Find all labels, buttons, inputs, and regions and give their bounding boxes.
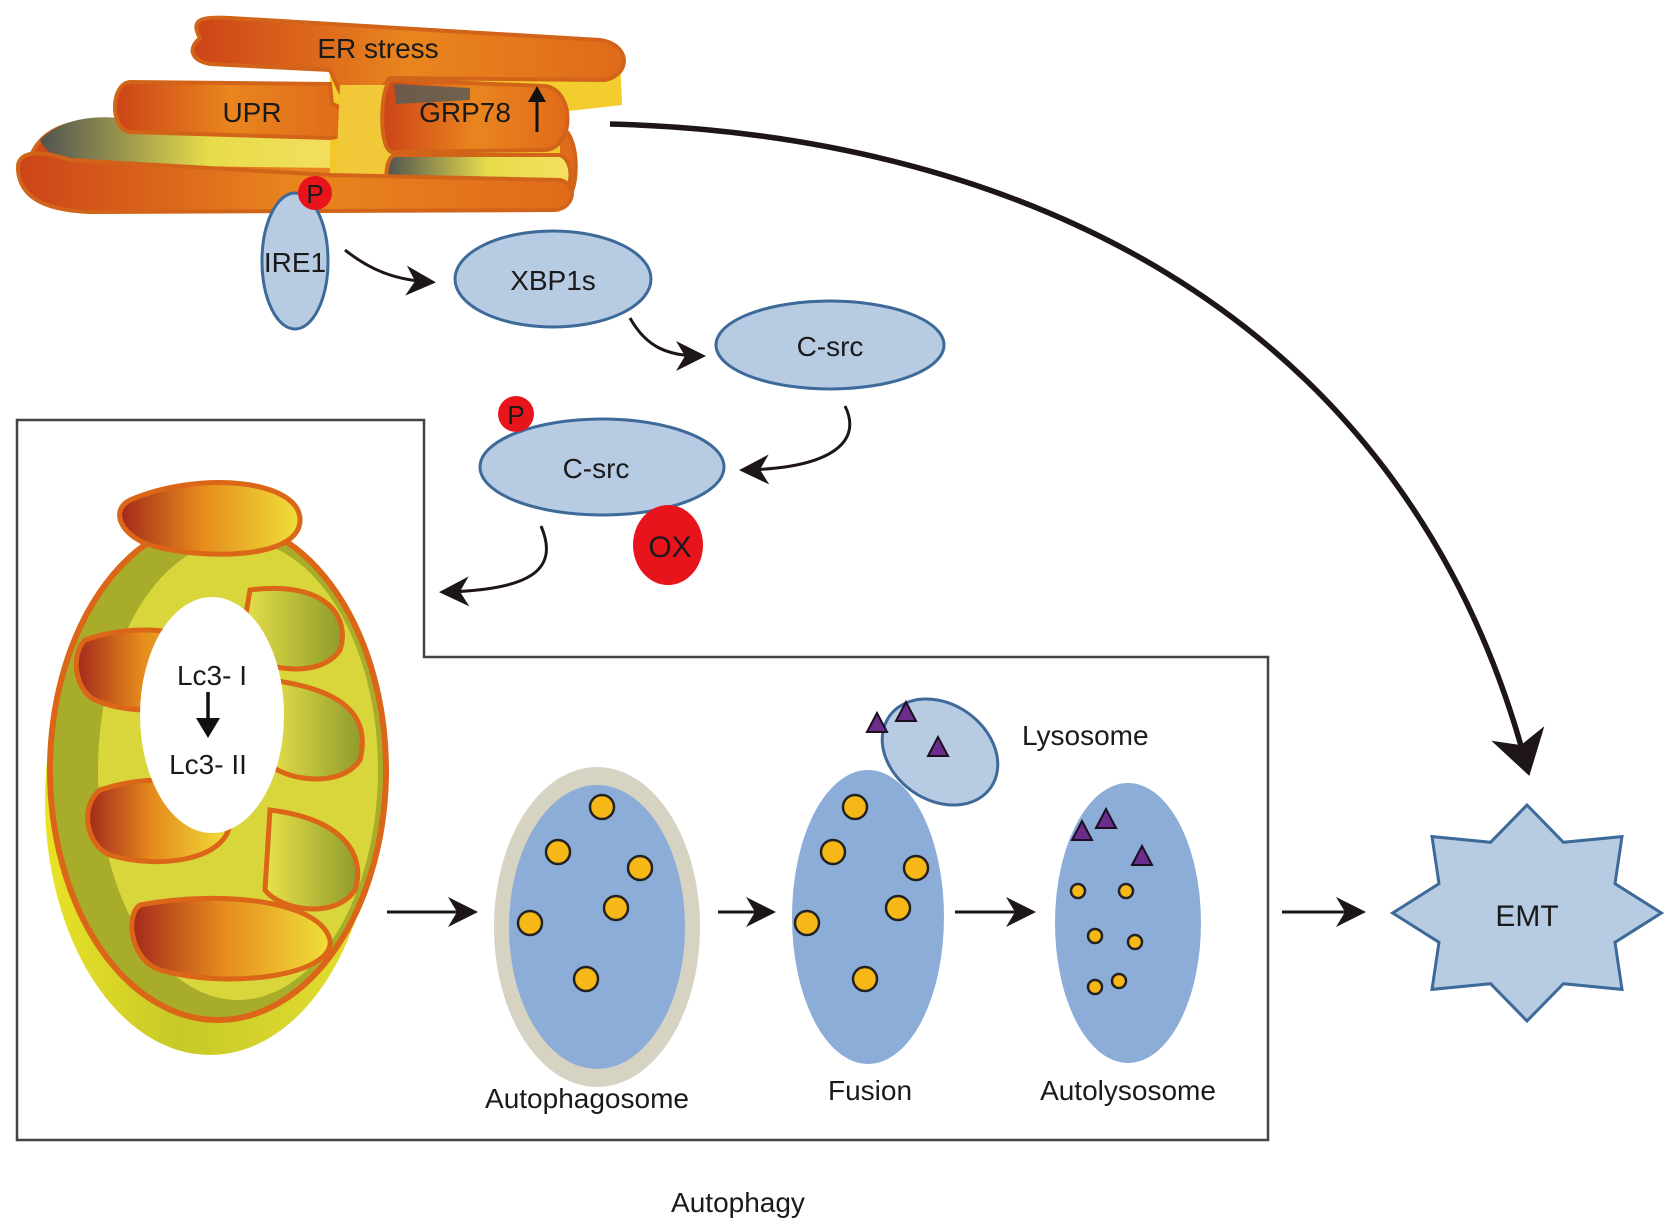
lc3-ii-label: Lc3- II (169, 749, 247, 780)
csrc-node: C-src (714, 299, 946, 391)
cargo-particle (841, 793, 869, 821)
fusion-vesicle: Fusion (792, 770, 944, 1106)
emt-label: EMT (1495, 900, 1558, 933)
phospho-label: P (306, 179, 323, 209)
autophagosome: Autophagosome (485, 767, 700, 1114)
arrow-er-to-emt (609, 121, 1545, 776)
cargo-particle (1069, 882, 1087, 900)
csrc-label: C-src (797, 331, 864, 362)
cargo-particle (516, 909, 544, 937)
matrix-window (140, 597, 284, 833)
autophagy-label: Autophagy (671, 1187, 805, 1218)
cargo-particle (626, 854, 654, 882)
enzyme-triangle (1130, 843, 1154, 866)
ox-badge: OX (633, 505, 703, 585)
cargo-particle (572, 965, 600, 993)
cargo-particle (588, 793, 616, 821)
lysosome: Lysosome (865, 697, 1149, 807)
lc3-i-label: Lc3- I (177, 660, 247, 691)
endoplasmic-reticulum: ER stress UPR GRP78 (15, 15, 626, 215)
cargo-particle (1126, 933, 1144, 951)
lysosome-label: Lysosome (1022, 720, 1149, 751)
er-stalk (335, 85, 392, 195)
csrc-phospho-badge: P (498, 396, 534, 432)
autolysosome-label: Autolysosome (1040, 1075, 1216, 1106)
er-base (15, 151, 574, 215)
autolysosome: Autolysosome (1040, 783, 1216, 1106)
cargo-particle (851, 965, 879, 993)
cargo-particle (902, 854, 930, 882)
cargo-particle (884, 894, 912, 922)
cargo-particle (544, 838, 572, 866)
cargo-particle (1117, 882, 1135, 900)
ox-label: OX (648, 531, 691, 564)
emt-node: EMT (1389, 802, 1665, 1024)
enzyme-triangle (894, 699, 918, 722)
er-grp78-lumen-top (394, 84, 470, 104)
autophagy-box (15, 418, 1270, 1142)
enzyme-triangle (1070, 818, 1094, 841)
csrc-active-label: C-src (563, 453, 630, 484)
mitochondrion: Lc3- I Lc3- II (45, 480, 389, 1055)
xbp1s-label: XBP1s (510, 265, 596, 296)
er-stress-label: ER stress (317, 33, 438, 64)
ire1-phospho-badge: P (298, 176, 332, 210)
xbp1s-node: XBP1s (453, 229, 653, 329)
down-arrow-icon (196, 692, 220, 738)
arrow-active-to-mito (439, 525, 548, 607)
cargo-particle (793, 909, 821, 937)
enzyme-triangle (865, 710, 889, 733)
phospho-label: P (507, 400, 524, 430)
enzyme-triangle (926, 734, 950, 757)
ire1-label: IRE1 (264, 247, 326, 278)
upr-label: UPR (222, 97, 281, 128)
grp78-label: GRP78 (419, 97, 511, 128)
er-upr-cisterna (113, 79, 348, 141)
ire1-node: IRE1 (260, 191, 330, 331)
arrow-xbp1s-to-csrc (628, 317, 706, 371)
enzyme-triangle (1094, 806, 1118, 829)
arrow-ire1-to-xbp1s (344, 248, 436, 296)
cargo-particle (819, 838, 847, 866)
csrc-active-node: C-src (478, 417, 726, 517)
cargo-particle (1086, 978, 1104, 996)
er-top-cisterna (190, 15, 626, 95)
cargo-particle (1086, 927, 1104, 945)
arrow-csrc-to-active (739, 405, 852, 485)
cargo-particle (1110, 972, 1128, 990)
up-arrow-icon (528, 86, 546, 132)
cargo-particle (602, 894, 630, 922)
autophagosome-label: Autophagosome (485, 1083, 689, 1114)
fusion-label: Fusion (828, 1075, 912, 1106)
